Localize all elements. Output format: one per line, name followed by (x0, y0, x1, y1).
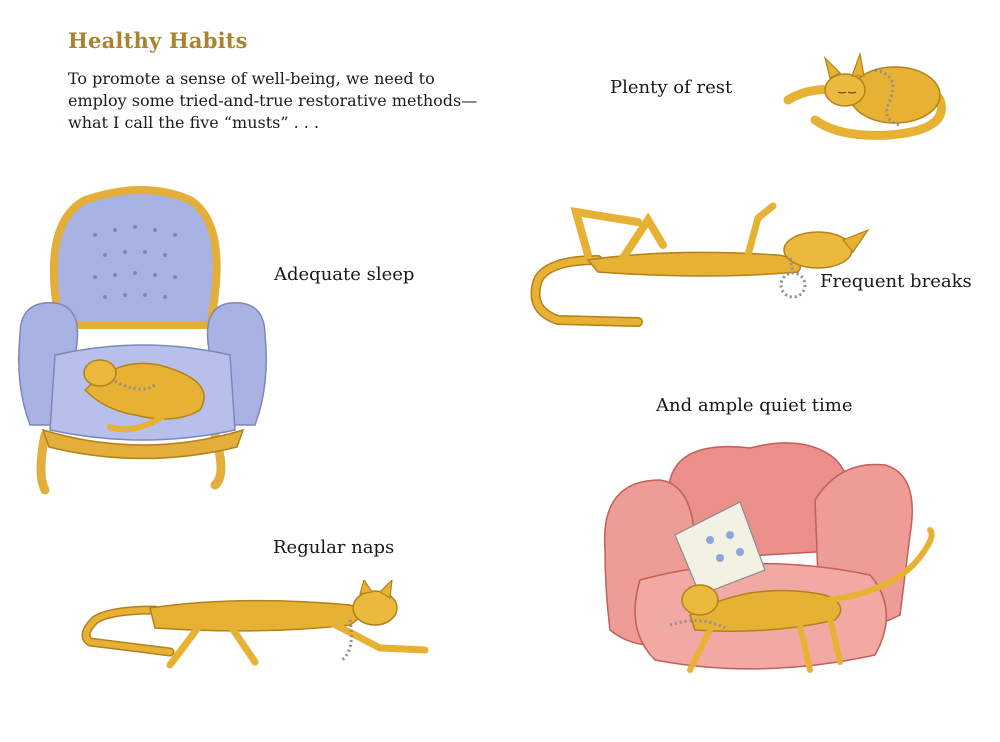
caption-adequate-sleep: Adequate sleep (274, 264, 415, 285)
stretched-cat-illustration (80, 580, 440, 675)
curled-cat-illustration (780, 40, 960, 140)
intro-line: To promote a sense of well-being, we nee… (68, 69, 435, 88)
page-title: Healthy Habits (68, 28, 248, 53)
intro-line: employ some tried-and-true restorative m… (68, 91, 478, 110)
pink-armchair-illustration (600, 440, 945, 680)
caption-plenty-of-rest: Plenty of rest (610, 77, 733, 98)
caption-quiet-time: And ample quiet time (656, 395, 853, 416)
intro-line: what I call the five “musts” . . . (68, 113, 320, 132)
caption-frequent-breaks: Frequent breaks (820, 271, 972, 292)
blue-armchair-illustration (15, 185, 270, 500)
cat-on-back-illustration (528, 200, 878, 330)
caption-regular-naps: Regular naps (273, 537, 395, 558)
intro-text: To promote a sense of well-being, we nee… (68, 68, 478, 134)
